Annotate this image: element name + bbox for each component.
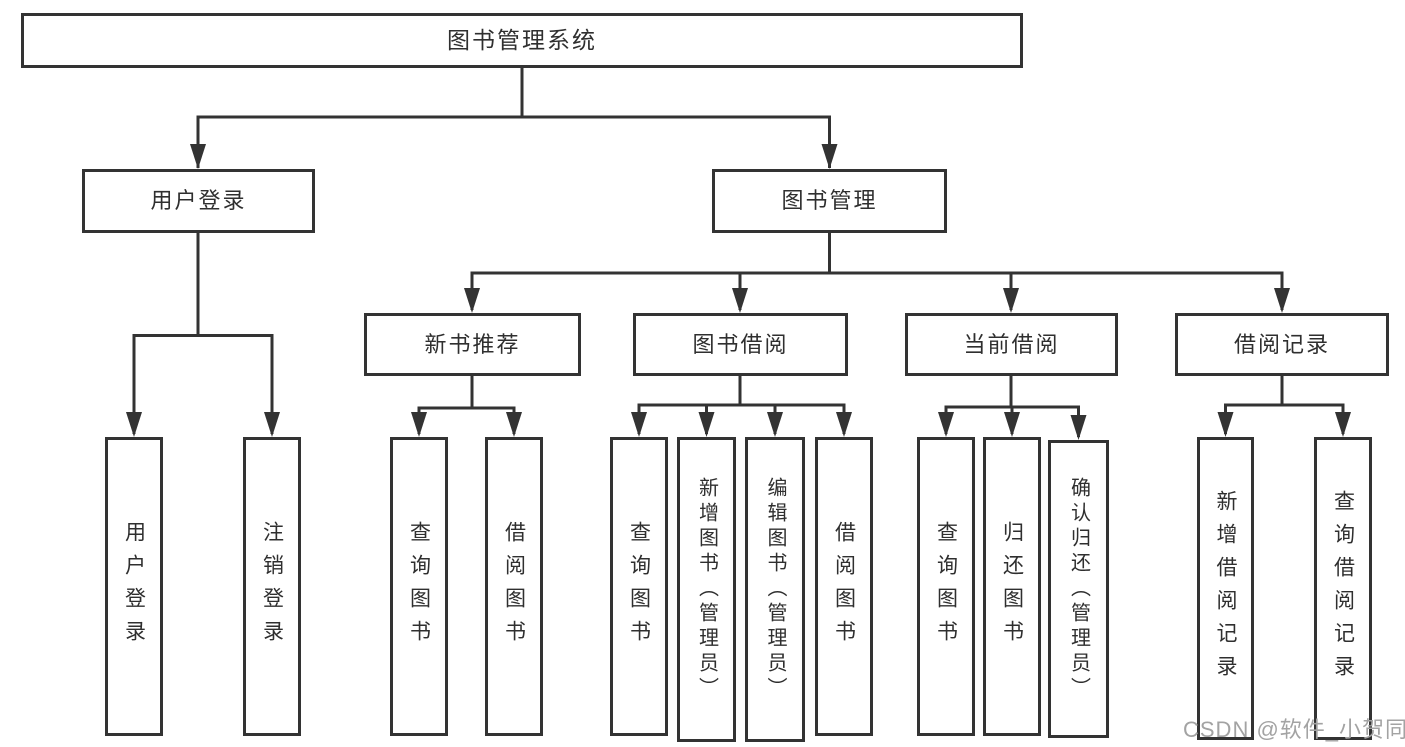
node-user-login: 用户登录 [82,169,315,233]
leaf-user-login: 用户登录 [105,437,163,736]
leaf-return-books: 归还图书 [983,437,1041,736]
leaf-add-books-admin: 新增图书（管理员） [677,437,736,742]
leaf-edit-books-admin: 编辑图书（管理员） [745,437,805,742]
leaf-query-books-current: 查询图书 [917,437,975,736]
node-current-borrowing: 当前借阅 [905,313,1118,376]
node-book-management: 图书管理 [712,169,947,233]
leaf-confirm-return-admin: 确认归还（管理员） [1048,440,1109,738]
leaf-add-borrow-record: 新增借阅记录 [1197,437,1254,740]
node-new-book-recommend: 新书推荐 [364,313,581,376]
leaf-borrow-books-recommend: 借阅图书 [485,437,543,736]
node-library-management-system: 图书管理系统 [21,13,1023,68]
arrowheads [126,144,1351,440]
leaf-borrow-books: 借阅图书 [815,437,873,736]
node-borrowing-records: 借阅记录 [1175,313,1389,376]
leaf-query-books-recommend: 查询图书 [390,437,448,736]
leaf-logout: 注销登录 [243,437,301,736]
leaf-query-borrow-record: 查询借阅记录 [1314,437,1372,740]
leaf-query-books-borrow: 查询图书 [610,437,668,736]
csdn-watermark: CSDN @软件_小贺同学 [1183,717,1405,742]
node-book-borrowing: 图书借阅 [633,313,848,376]
